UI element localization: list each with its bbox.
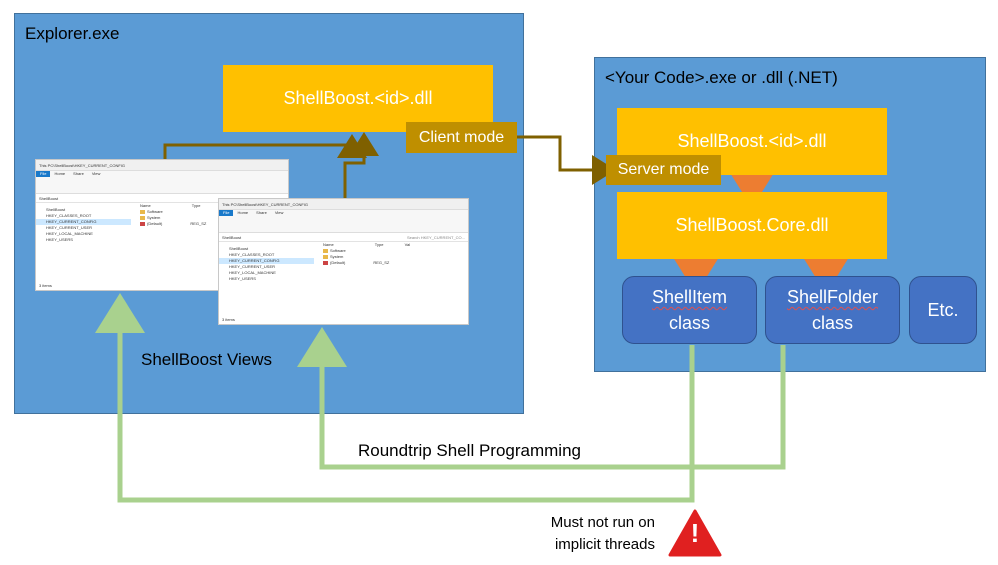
file-name: (Default): [147, 221, 163, 226]
window1-tab-share[interactable]: Share: [73, 171, 84, 176]
window1-title: This PC\ShellBoost\HKEY_CURRENT_CONFIG: [39, 162, 126, 168]
window1-tab-file[interactable]: File: [36, 171, 51, 177]
registry-value-icon: [323, 260, 328, 265]
window2-column-headers: Name Type Val: [319, 242, 468, 248]
file-name: System: [330, 254, 344, 259]
tree-item[interactable]: HKEY_USERS: [46, 237, 73, 242]
col-type-header[interactable]: Type: [374, 242, 384, 247]
window2-address-bar[interactable]: ShellBoost Search HKEY_CURRENT_CO...: [219, 233, 468, 242]
shellboost-dll-server-label: ShellBoost.<id>.dll: [677, 131, 827, 151]
registry-value-icon: [140, 221, 145, 226]
tree-item[interactable]: HKEY_CLASSES_ROOT: [229, 252, 275, 257]
roundtrip-label: Roundtrip Shell Programming: [358, 441, 581, 460]
window1-tree: ShellBoost HKEY_CLASSES_ROOT HKEY_CURREN…: [36, 207, 131, 243]
tree-item[interactable]: ShellBoost: [229, 246, 249, 251]
window2-tab-file[interactable]: File: [219, 210, 234, 216]
folder-icon: [140, 209, 145, 214]
list-item[interactable]: (Default) REG_SZ: [319, 260, 468, 266]
warning-text: Must not run on implicit threads: [500, 512, 655, 556]
explorer-panel-title: Explorer.exe: [25, 24, 120, 43]
explorer-window-2: This PC\ShellBoost\HKEY_CURRENT_CONFIG F…: [218, 198, 469, 325]
window2-file-list: Name Type Val Software System (Default) R…: [319, 242, 468, 266]
list-item[interactable]: Software: [319, 248, 468, 254]
client-to-server-connector: [517, 135, 616, 185]
shellboost-dll-client-label: ShellBoost.<id>.dll: [283, 88, 433, 108]
file-name: Software: [147, 209, 163, 214]
warning-line1: Must not run on: [550, 514, 655, 531]
window1-column-headers: Name Type: [136, 203, 288, 209]
warning-line2: implicit threads: [554, 536, 655, 553]
shellboost-core-box: ShellBoost.Core.dll: [617, 192, 887, 259]
shellitem-sub: class: [668, 313, 710, 333]
shellfolder-sub: class: [811, 313, 853, 333]
list-item[interactable]: System: [319, 254, 468, 260]
file-name: System: [147, 215, 161, 220]
client-mode-tag: Client mode: [406, 122, 517, 153]
col-name-header[interactable]: Name: [140, 203, 151, 208]
window1-address-bar[interactable]: ShellBoost: [36, 194, 288, 203]
window2-tab-share[interactable]: Share: [256, 210, 267, 215]
tree-item[interactable]: HKEY_CLASSES_ROOT: [46, 213, 92, 218]
folder-icon: [140, 215, 145, 220]
server-mode-label: Server mode: [617, 161, 710, 178]
shellfolder-name: ShellFolder: [786, 287, 879, 307]
tree-item[interactable]: HKEY_LOCAL_MACHINE: [46, 231, 93, 236]
list-item[interactable]: Software: [136, 209, 288, 215]
list-item[interactable]: System: [136, 215, 288, 221]
file-name: (Default): [330, 260, 346, 265]
window2-address: ShellBoost: [222, 234, 242, 240]
file-name: Software: [330, 248, 346, 253]
window2-to-dll-connector: [343, 132, 379, 200]
col-name-header[interactable]: Name: [323, 242, 334, 247]
window1-tab-home[interactable]: Home: [54, 171, 66, 176]
window2-status: 3 items: [222, 317, 235, 322]
warning-icon: [668, 509, 722, 557]
shellitem-class-box: ShellItem class: [622, 276, 757, 344]
window1-titlebar: This PC\ShellBoost\HKEY_CURRENT_CONFIG: [36, 160, 288, 171]
shellfolder-class-box: ShellFolder class: [765, 276, 900, 344]
tree-item[interactable]: HKEY_CURRENT_USER: [46, 225, 93, 230]
tree-item[interactable]: HKEY_USERS: [229, 276, 256, 281]
window1-address: ShellBoost: [39, 195, 59, 201]
server-mode-tag: Server mode: [606, 155, 721, 185]
warning-glyph: !: [690, 518, 700, 548]
roundtrip-outer-line: [95, 293, 695, 503]
list-item[interactable]: (Default) REG_SZ: [136, 221, 288, 227]
window1-tab-view[interactable]: View: [91, 171, 101, 176]
folder-icon: [323, 254, 328, 259]
window2-titlebar: This PC\ShellBoost\HKEY_CURRENT_CONFIG: [219, 199, 468, 210]
file-type: REG_SZ: [190, 221, 207, 226]
tree-item-selected[interactable]: HKEY_CURRENT_CONFIG: [36, 219, 131, 225]
window2-tree: ShellBoost HKEY_CLASSES_ROOT HKEY_CURREN…: [219, 246, 314, 282]
col-type-header[interactable]: Type: [191, 203, 201, 208]
window2-tab-view[interactable]: View: [274, 210, 284, 215]
file-type: REG_SZ: [373, 260, 390, 265]
window2-tab-home[interactable]: Home: [237, 210, 249, 215]
window1-status: 3 items: [39, 283, 52, 288]
etc-box: Etc.: [909, 276, 977, 344]
window1-file-list: Name Type Software System (Default) REG_S…: [136, 203, 288, 227]
tree-item-selected[interactable]: HKEY_CURRENT_CONFIG: [219, 258, 314, 264]
code-panel-title: <Your Code>.exe or .dll (.NET): [605, 68, 838, 87]
etc-name: Etc.: [927, 300, 959, 320]
roundtrip-inner-line: [297, 327, 786, 470]
window2-title: This PC\ShellBoost\HKEY_CURRENT_CONFIG: [222, 201, 309, 207]
folder-icon: [323, 248, 328, 253]
shellboost-views-label: ShellBoost Views: [141, 350, 273, 369]
shellboost-dll-client-box: ShellBoost.<id>.dll: [223, 65, 493, 132]
tree-item[interactable]: HKEY_LOCAL_MACHINE: [229, 270, 276, 275]
tree-item[interactable]: HKEY_CURRENT_USER: [229, 264, 276, 269]
tree-item[interactable]: ShellBoost: [46, 207, 66, 212]
client-mode-label: Client mode: [418, 128, 505, 146]
window2-search[interactable]: Search HKEY_CURRENT_CO...: [406, 234, 465, 240]
shellboost-core-label: ShellBoost.Core.dll: [675, 215, 829, 235]
col-value-header[interactable]: Val: [404, 242, 411, 247]
shellitem-name: ShellItem: [651, 287, 728, 307]
